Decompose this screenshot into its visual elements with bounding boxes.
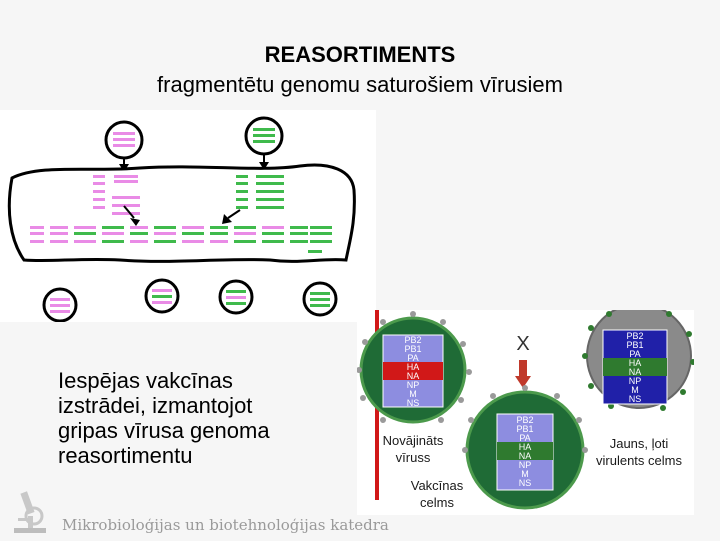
segment-label: M	[409, 389, 417, 399]
body-line: izstrādei, izmantojot	[58, 393, 253, 418]
segment-label: NA	[519, 451, 532, 461]
segment-label: NA	[407, 371, 420, 381]
slide-title: REASORTIMENTS	[264, 42, 456, 67]
vaccine-virus	[462, 385, 588, 510]
attenuated-label: vīruss	[396, 450, 431, 465]
segment-label: M	[521, 469, 529, 479]
segment-label: NS	[407, 398, 420, 408]
segment-label: PB1	[404, 344, 421, 354]
attenuated-label: Novājināts	[383, 433, 444, 448]
segment-label: NA	[629, 367, 642, 377]
microscope-icon	[8, 486, 52, 541]
body-text: Iespējas vakcīnas izstrādei, izmantojot …	[58, 368, 358, 468]
segment-label: HA	[629, 358, 642, 368]
segment-label: PA	[407, 353, 418, 363]
segment-label: NS	[519, 478, 532, 488]
virulent-label: virulents celms	[596, 453, 682, 468]
vaccine-label: celms	[420, 495, 454, 510]
attenuated-virus	[356, 311, 472, 424]
vaccine-label: Vakcīnas	[411, 478, 464, 493]
segment-label: NP	[519, 460, 532, 470]
reassortment-diagram	[0, 110, 376, 323]
segment-label: PB1	[626, 340, 643, 350]
body-line: reasortimentu	[58, 443, 193, 468]
segment-label: PB1	[516, 424, 533, 434]
segment-label: M	[631, 385, 639, 395]
vaccine-reassortant-diagram: PB2 PB1 PA HA NA NP M NS Novājināts vīru…	[356, 303, 696, 515]
segment-label: NP	[407, 380, 420, 390]
vaccine-illustration: PB2 PB1 PA HA NA NP M NS Novājināts vīru…	[356, 303, 696, 510]
slide-subtitle: fragmentētu genomu saturošiem vīrusiem	[157, 72, 563, 97]
segment-label: PB2	[404, 335, 421, 345]
body-line: gripas vīrusa genoma	[58, 418, 270, 443]
segment-label: PA	[629, 349, 640, 359]
footer-text: Mikrobioloģijas un biotehnoloģijas kated…	[62, 516, 389, 534]
segment-label: PA	[519, 433, 530, 443]
segment-label: NS	[629, 394, 642, 404]
segment-label: HA	[407, 362, 420, 372]
reassortment-illustration	[7, 116, 356, 323]
virulent-label: Jauns, ļoti	[610, 436, 669, 451]
footer: Mikrobioloģijas un biotehnoloģijas kated…	[0, 510, 720, 540]
cross-symbol: X	[516, 333, 529, 355]
segment-label: PB2	[626, 331, 643, 341]
virulent-virus	[582, 303, 696, 411]
body-line: Iespējas vakcīnas	[58, 368, 233, 393]
segment-label: PB2	[516, 415, 533, 425]
segment-label: HA	[519, 442, 532, 452]
segment-label: NP	[629, 376, 642, 386]
